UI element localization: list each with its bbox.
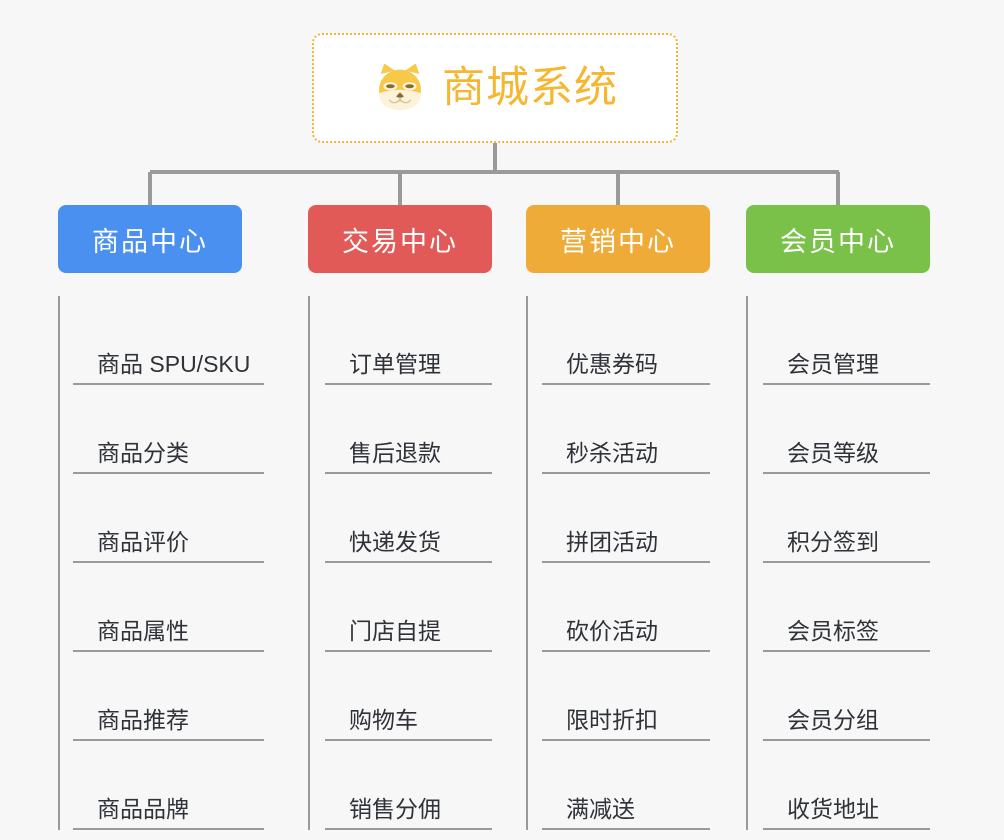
leaf-label: 购物车 (349, 706, 418, 733)
leaf-label: 满减送 (566, 795, 635, 822)
column-spine (308, 296, 310, 830)
leaf-label: 商品评价 (97, 528, 189, 555)
leaf-label: 订单管理 (349, 350, 441, 377)
leaf-item[interactable]: 购物车 (325, 652, 492, 741)
leaf-label: 商品品牌 (97, 795, 189, 822)
category-box-marketing-center[interactable]: 营销中心 (526, 205, 710, 273)
leaf-label: 商品推荐 (97, 706, 189, 733)
leaf-item[interactable]: 商品推荐 (73, 652, 265, 741)
leaf-item[interactable]: 订单管理 (325, 296, 492, 385)
category-box-product-center[interactable]: 商品中心 (58, 205, 242, 273)
category-label: 商品中心 (92, 226, 208, 257)
leaf-list-member-center: 会员管理 会员等级 积分签到 会员标签 会员分组 收货地址 (746, 296, 930, 830)
leaf-label: 秒杀活动 (566, 439, 658, 466)
branch-column-trade-center: 交易中心 订单管理 售后退款 快递发货 门店自提 购物车 销售分佣 (308, 205, 492, 830)
leaf-item[interactable]: 会员管理 (763, 296, 930, 385)
leaf-item[interactable]: 限时折扣 (542, 652, 710, 741)
leaf-item[interactable]: 秒杀活动 (542, 385, 710, 474)
leaf-label: 销售分佣 (349, 795, 441, 822)
leaf-label: 会员分组 (787, 706, 879, 733)
category-label: 会员中心 (780, 226, 896, 257)
leaf-label: 商品 SPU/SKU (97, 350, 251, 377)
category-label: 营销中心 (560, 226, 676, 257)
leaf-label: 快递发货 (349, 528, 441, 555)
leaf-label: 会员管理 (787, 350, 879, 377)
leaf-item[interactable]: 售后退款 (325, 385, 492, 474)
category-box-trade-center[interactable]: 交易中心 (308, 205, 492, 273)
root-title: 商城系统 (442, 63, 618, 112)
leaf-label: 会员等级 (787, 439, 879, 466)
leaf-item[interactable]: 满减送 (542, 741, 710, 830)
leaf-label: 收货地址 (787, 795, 879, 822)
leaf-item[interactable]: 商品 SPU/SKU (73, 296, 265, 385)
leaf-label: 砍价活动 (566, 617, 658, 644)
leaf-item[interactable]: 砍价活动 (542, 563, 710, 652)
column-spine (526, 296, 528, 830)
leaf-label: 会员标签 (787, 617, 879, 644)
leaf-label: 售后退款 (349, 439, 441, 466)
leaf-list-trade-center: 订单管理 售后退款 快递发货 门店自提 购物车 销售分佣 (308, 296, 492, 830)
leaf-item[interactable]: 积分签到 (763, 474, 930, 563)
branch-column-product-center: 商品中心 商品 SPU/SKU 商品分类 商品评价 商品属性 商品推荐 商品品牌 (58, 205, 265, 830)
leaf-list-product-center: 商品 SPU/SKU 商品分类 商品评价 商品属性 商品推荐 商品品牌 (58, 296, 265, 830)
leaf-item[interactable]: 门店自提 (325, 563, 492, 652)
leaf-item[interactable]: 商品评价 (73, 474, 265, 563)
leaf-label: 优惠券码 (566, 350, 658, 377)
column-spine (746, 296, 748, 830)
branch-column-marketing-center: 营销中心 优惠券码 秒杀活动 拼团活动 砍价活动 限时折扣 满减送 (526, 205, 710, 830)
leaf-item[interactable]: 商品分类 (73, 385, 265, 474)
leaf-list-marketing-center: 优惠券码 秒杀活动 拼团活动 砍价活动 限时折扣 满减送 (526, 296, 710, 830)
leaf-label: 商品分类 (97, 439, 189, 466)
column-spine (58, 296, 60, 830)
leaf-label: 商品属性 (97, 617, 189, 644)
leaf-item[interactable]: 收货地址 (763, 741, 930, 830)
root-node[interactable]: 商城系统 (312, 33, 678, 143)
leaf-item[interactable]: 会员标签 (763, 563, 930, 652)
leaf-label: 门店自提 (349, 617, 441, 644)
leaf-item[interactable]: 优惠券码 (542, 296, 710, 385)
leaf-item[interactable]: 会员等级 (763, 385, 930, 474)
branch-column-member-center: 会员中心 会员管理 会员等级 积分签到 会员标签 会员分组 收货地址 (746, 205, 930, 830)
leaf-item[interactable]: 商品品牌 (73, 741, 265, 830)
leaf-label: 限时折扣 (566, 706, 658, 733)
leaf-item[interactable]: 快递发货 (325, 474, 492, 563)
leaf-item[interactable]: 商品属性 (73, 563, 265, 652)
leaf-item[interactable]: 销售分佣 (325, 741, 492, 830)
category-label: 交易中心 (342, 226, 458, 257)
category-box-member-center[interactable]: 会员中心 (746, 205, 930, 273)
leaf-item[interactable]: 拼团活动 (542, 474, 710, 563)
shiba-dog-icon (379, 63, 421, 110)
leaf-item[interactable]: 会员分组 (763, 652, 930, 741)
leaf-label: 积分签到 (787, 528, 879, 555)
leaf-label: 拼团活动 (566, 528, 658, 555)
